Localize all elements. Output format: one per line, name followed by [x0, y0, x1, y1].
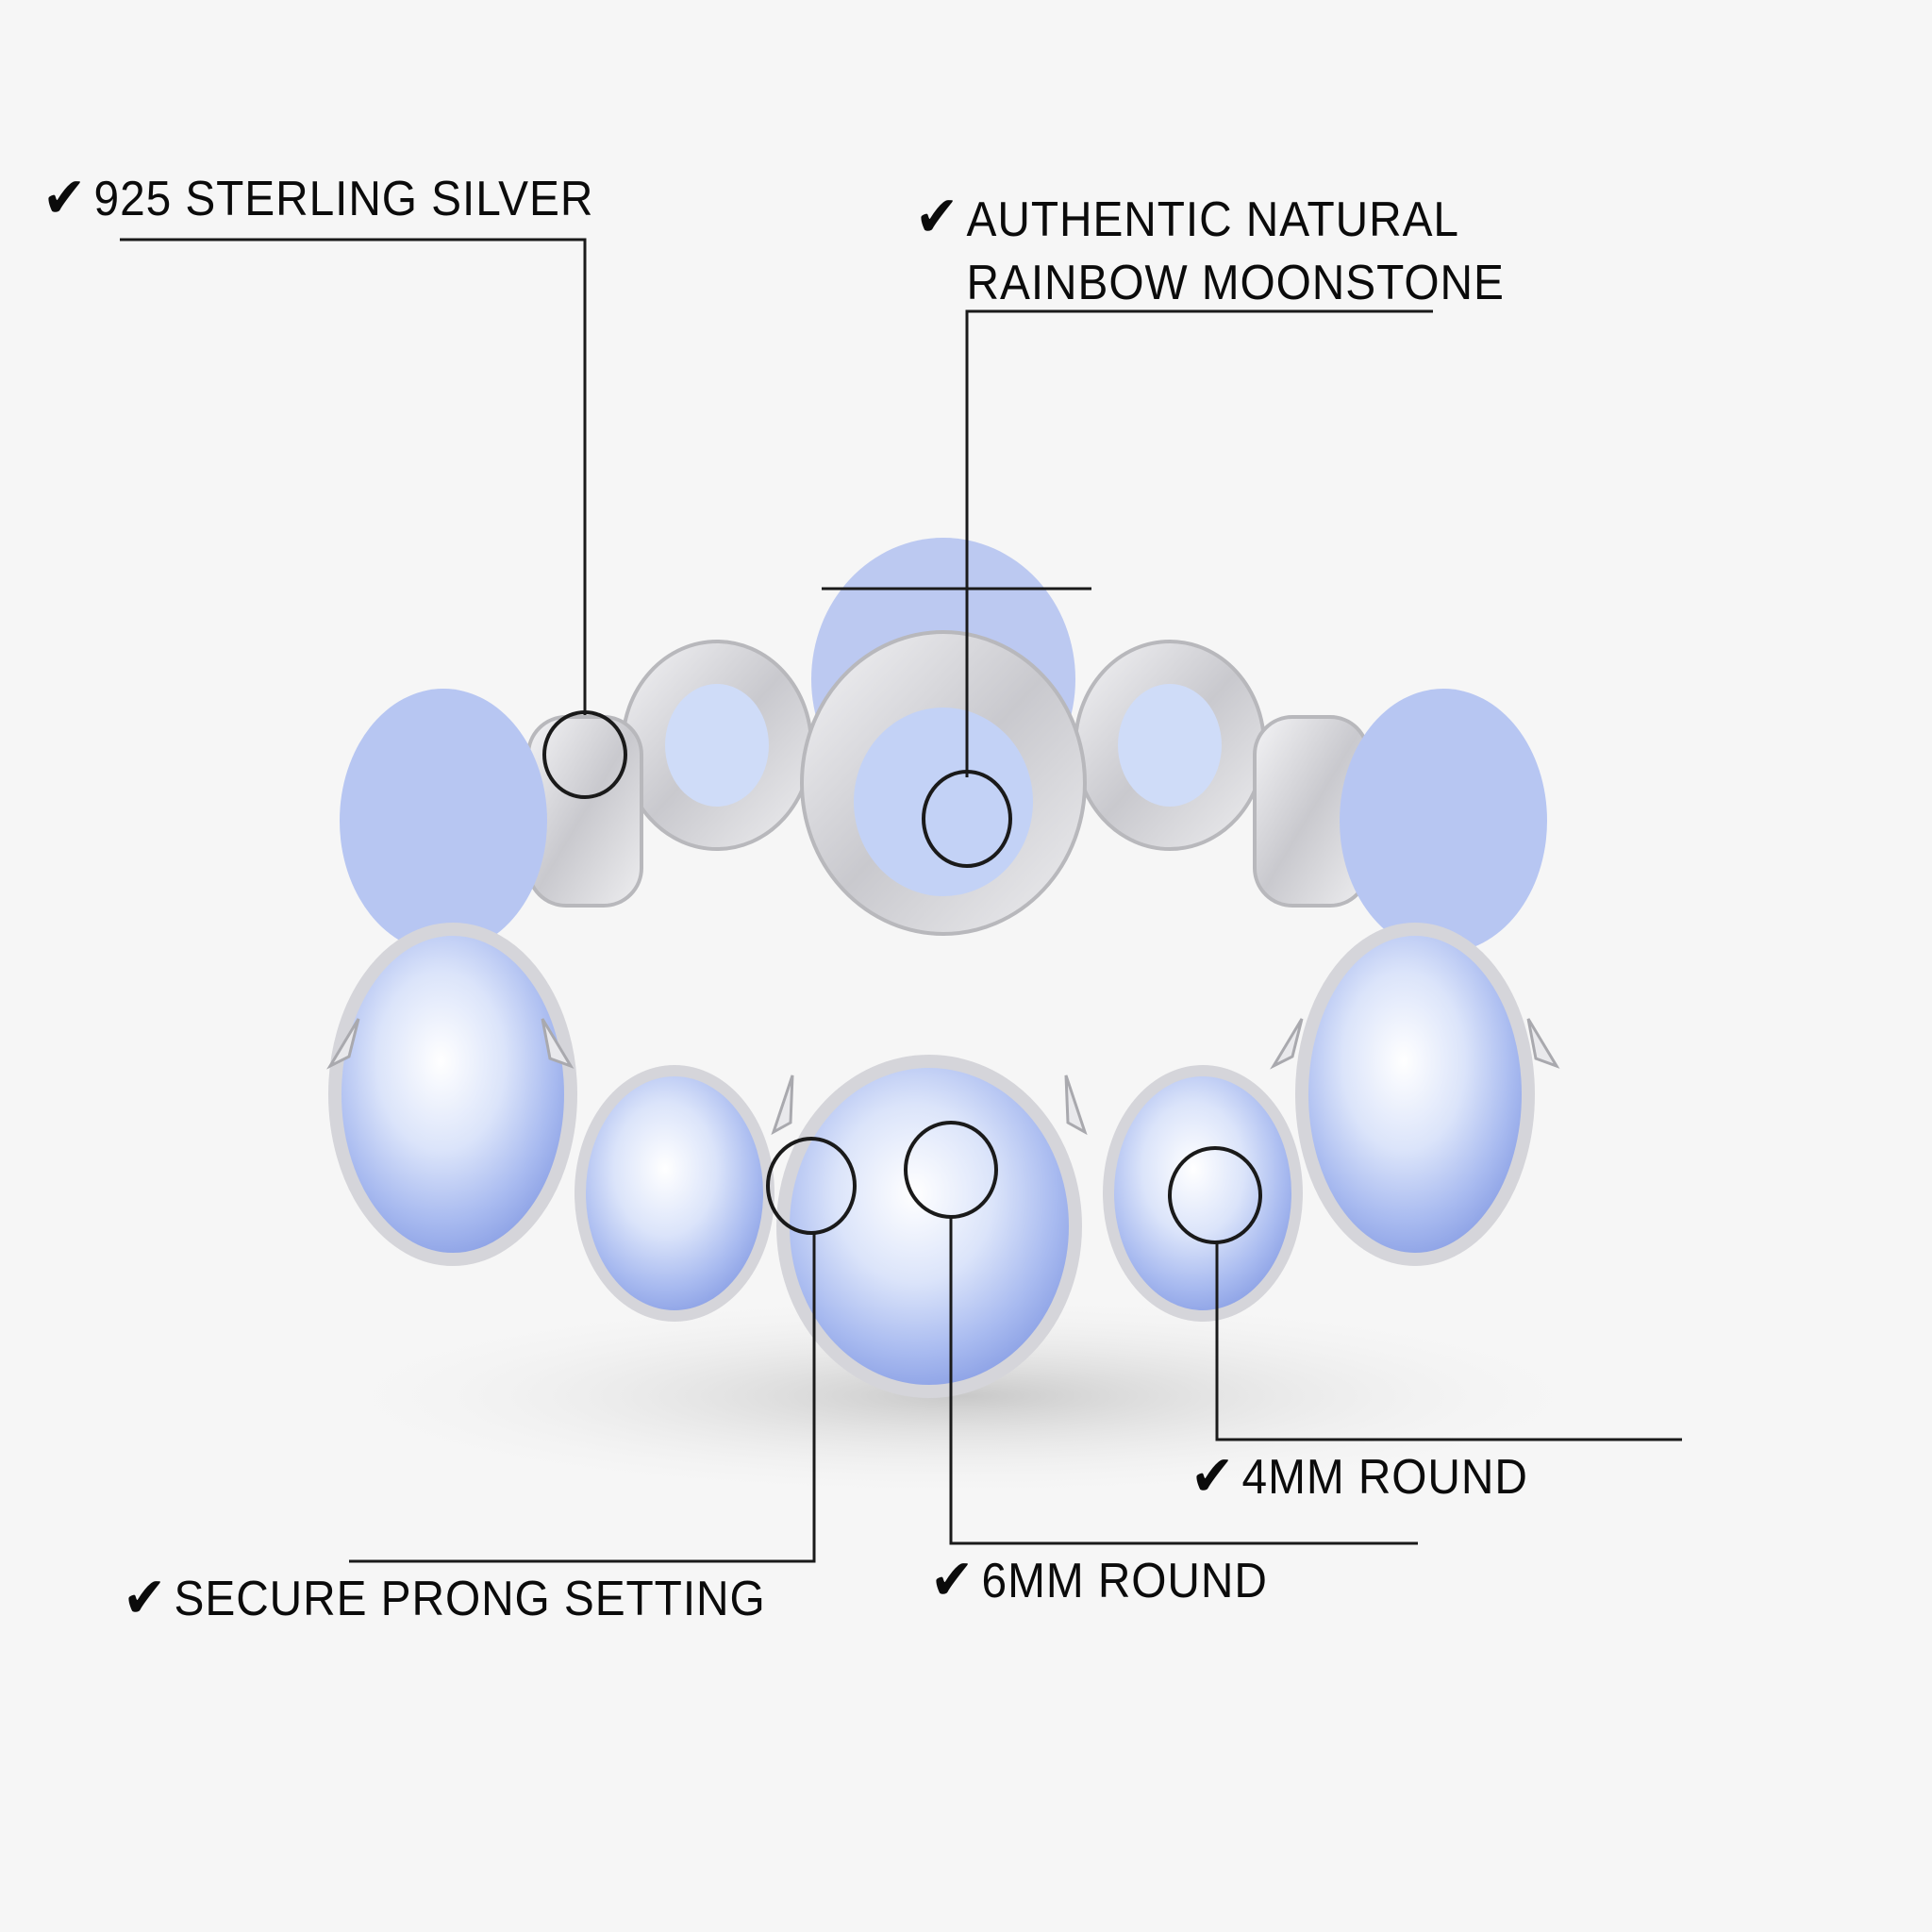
callout-text: 6MM ROUND: [981, 1554, 1268, 1608]
callout-line-4mm: [1168, 1146, 1682, 1441]
callout-line-prong: [349, 1137, 857, 1563]
callout-label-moonstone: ✔ AUTHENTIC NATURAL RAINBOW MOONSTONE: [915, 189, 1505, 314]
callout-label-4mm: ✔ 4MM ROUND: [1191, 1448, 1528, 1507]
check-mark-icon: ✔: [930, 1547, 975, 1613]
callout-text: SECURE PRONG SETTING: [174, 1572, 766, 1626]
callout-text: AUTHENTIC NATURAL RAINBOW MOONSTONE: [966, 192, 1505, 310]
callout-line-moonstone: [822, 309, 1433, 868]
check-mark-icon: ✔: [1191, 1443, 1236, 1509]
back-row-settings: [340, 538, 1547, 953]
callout-text: 4MM ROUND: [1241, 1450, 1528, 1505]
front-row-stones: [326, 923, 1560, 1398]
callout-line-6mm: [904, 1121, 1418, 1545]
check-mark-icon: ✔: [42, 165, 88, 231]
callout-text: 925 STERLING SILVER: [93, 172, 594, 226]
check-mark-icon: ✔: [123, 1565, 168, 1631]
callout-label-sterling: ✔ 925 STERLING SILVER: [42, 170, 593, 228]
callout-label-prong: ✔ SECURE PRONG SETTING: [123, 1570, 766, 1628]
callout-label-6mm: ✔ 6MM ROUND: [930, 1552, 1268, 1610]
callout-line-sterling: [120, 238, 627, 799]
check-mark-icon: ✔: [915, 184, 960, 250]
